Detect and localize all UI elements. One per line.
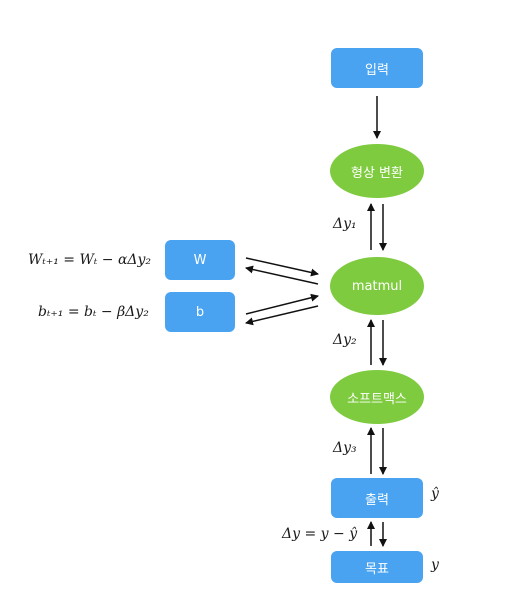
arrow-matmul-to-b (245, 305, 319, 326)
loss-gradient-label: Δy = y − ŷ (282, 526, 358, 542)
softmax-node-label: 소프트맥스 (347, 391, 407, 407)
delta-y1-label: Δy₁ (333, 216, 357, 232)
bias-node-label: b (195, 304, 205, 320)
reshape-node-label: 형상 변환 (351, 165, 403, 181)
reshape-node: 형상 변환 (330, 144, 424, 198)
weight-node: W (165, 240, 235, 280)
matmul-node: matmul (330, 257, 424, 315)
delta-y3-label: Δy₃ (333, 440, 357, 456)
delta-y2-label: Δy₂ (333, 332, 357, 348)
arrow-b-to-matmul (245, 293, 319, 315)
weight-update-equation: Wₜ₊₁ = Wₜ − αΔy₂ (28, 252, 152, 268)
softmax-node: 소프트맥스 (330, 370, 424, 424)
bias-update-equation: bₜ₊₁ = bₜ − βΔy₂ (38, 304, 149, 320)
bias-node: b (165, 292, 235, 332)
output-node: 출력 (331, 478, 423, 518)
matmul-node-label: matmul (351, 278, 403, 294)
weight-node-label: W (193, 252, 207, 268)
target-node: 목표 (331, 551, 423, 583)
y-hat-label: ŷ (431, 486, 439, 502)
input-node-label: 입력 (365, 62, 389, 78)
y-label: y (431, 557, 439, 573)
arrow-matmul-to-w (245, 265, 319, 285)
arrow-w-to-matmul (245, 257, 319, 277)
output-node-label: 출력 (365, 492, 389, 508)
target-node-label: 목표 (365, 561, 389, 577)
input-node: 입력 (331, 48, 423, 88)
